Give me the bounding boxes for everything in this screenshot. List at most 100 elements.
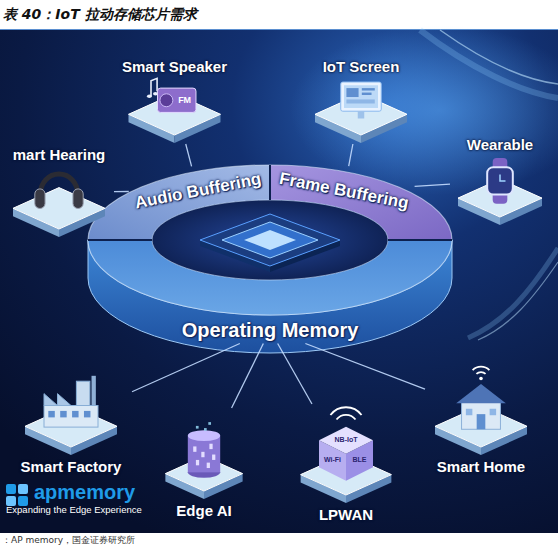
tile-icon <box>456 367 506 430</box>
tile-top <box>315 94 407 135</box>
screen-widget <box>346 88 358 97</box>
segment-gap <box>388 239 452 241</box>
protocol-name: NB-IoT <box>335 436 358 444</box>
tile-icon <box>487 158 513 204</box>
application-tile: mart Hearing <box>4 146 114 238</box>
logo-square <box>18 484 28 494</box>
factory-roof <box>44 394 71 406</box>
data-bit <box>209 444 212 449</box>
application-tile: Smart Factory <box>10 362 132 476</box>
house-window <box>490 409 496 415</box>
data-bit <box>204 428 207 431</box>
data-bit <box>193 446 196 451</box>
logo-square <box>6 484 16 494</box>
ear-cup <box>35 189 45 209</box>
factory-window <box>60 411 66 417</box>
factory-tower <box>76 381 90 408</box>
tile-shape <box>425 345 537 476</box>
tile-label: Smart Speaker <box>122 58 227 76</box>
connector-line <box>186 144 192 166</box>
protocol-name: Wi-Fi <box>324 456 341 464</box>
memory-band: Audio Buffering <box>129 166 267 215</box>
factory-window <box>84 411 90 417</box>
speaker-grille <box>160 94 173 107</box>
memory-chip <box>244 230 296 250</box>
brand-name: apmemory <box>34 481 135 504</box>
house-roof <box>456 384 506 403</box>
application-tile: Wearable <box>450 136 550 226</box>
tile-top <box>13 188 105 229</box>
segment-gap <box>88 239 152 241</box>
module-cube <box>319 427 373 454</box>
factory-hall <box>44 406 98 428</box>
data-bit <box>196 460 199 465</box>
band-label: Operating Memory <box>182 319 359 342</box>
house-body <box>462 402 501 429</box>
data-bit <box>208 422 211 425</box>
data-bit <box>207 463 210 468</box>
memory-chip <box>222 222 318 258</box>
application-tile: LPWAN <box>292 404 400 524</box>
tile-label: Smart Home <box>437 458 525 476</box>
signal-wave <box>336 415 355 420</box>
screen-frame <box>341 82 382 111</box>
light-ribbon <box>468 248 558 338</box>
factory-window <box>72 411 78 417</box>
ai-cylinder <box>188 430 220 441</box>
screen-widget <box>362 88 375 90</box>
ear-cup <box>73 189 83 209</box>
factory-chimney <box>92 376 96 408</box>
headband <box>40 174 77 194</box>
tile-label: LPWAN <box>319 506 373 524</box>
application-tile: Edge AI <box>158 408 250 520</box>
segment-gap <box>269 165 271 200</box>
application-tile: IoT Screen <box>305 58 417 144</box>
tile-icon <box>35 174 83 208</box>
connector-line <box>132 344 240 392</box>
music-note <box>151 78 157 96</box>
connector-line <box>415 184 450 186</box>
watch-face <box>487 167 513 194</box>
signal-wave <box>330 407 361 415</box>
house-window <box>466 409 472 415</box>
figure-title: 表 40：IoT 拉动存储芯片需求 <box>3 6 197 23</box>
chip-platform <box>200 214 340 266</box>
data-bit <box>196 426 199 429</box>
tile-label: Smart Factory <box>21 458 122 476</box>
brand-tagline: Expanding the Edge Experience <box>6 505 142 516</box>
tile-icon <box>44 376 98 427</box>
tile-label: Edge AI <box>176 502 231 520</box>
connector-line <box>305 344 425 390</box>
connector-line <box>278 344 312 405</box>
screen-panel <box>344 85 378 108</box>
signal-wave <box>473 367 490 370</box>
band-label: Frame Buffering <box>278 169 411 213</box>
signal-wave <box>476 372 485 374</box>
tile-icon <box>147 78 196 112</box>
ring-rim <box>88 165 452 315</box>
screen-stand <box>358 111 364 118</box>
logo-mark <box>6 484 28 506</box>
application-tile: Smart Speaker <box>112 58 237 144</box>
tile-top <box>25 406 117 447</box>
screen-widget <box>362 93 372 95</box>
panel-marking: FM <box>178 95 191 105</box>
screen-widget <box>346 99 374 103</box>
light-ribbon <box>478 262 558 340</box>
tile-label: IoT Screen <box>323 58 400 76</box>
speaker-body <box>157 88 195 112</box>
ring-hole <box>152 200 388 280</box>
ai-cylinder <box>188 436 220 473</box>
light-ribbon <box>440 30 558 84</box>
connector-line <box>349 144 353 166</box>
tile-label: Wearable <box>467 136 533 154</box>
protocol-name: BLE <box>353 456 367 464</box>
factory-window <box>48 411 54 417</box>
memory-band: Frame Buffering <box>273 166 414 216</box>
data-bit <box>212 455 215 460</box>
application-tile: Smart Home <box>425 345 537 476</box>
light-ribbon <box>420 30 558 98</box>
